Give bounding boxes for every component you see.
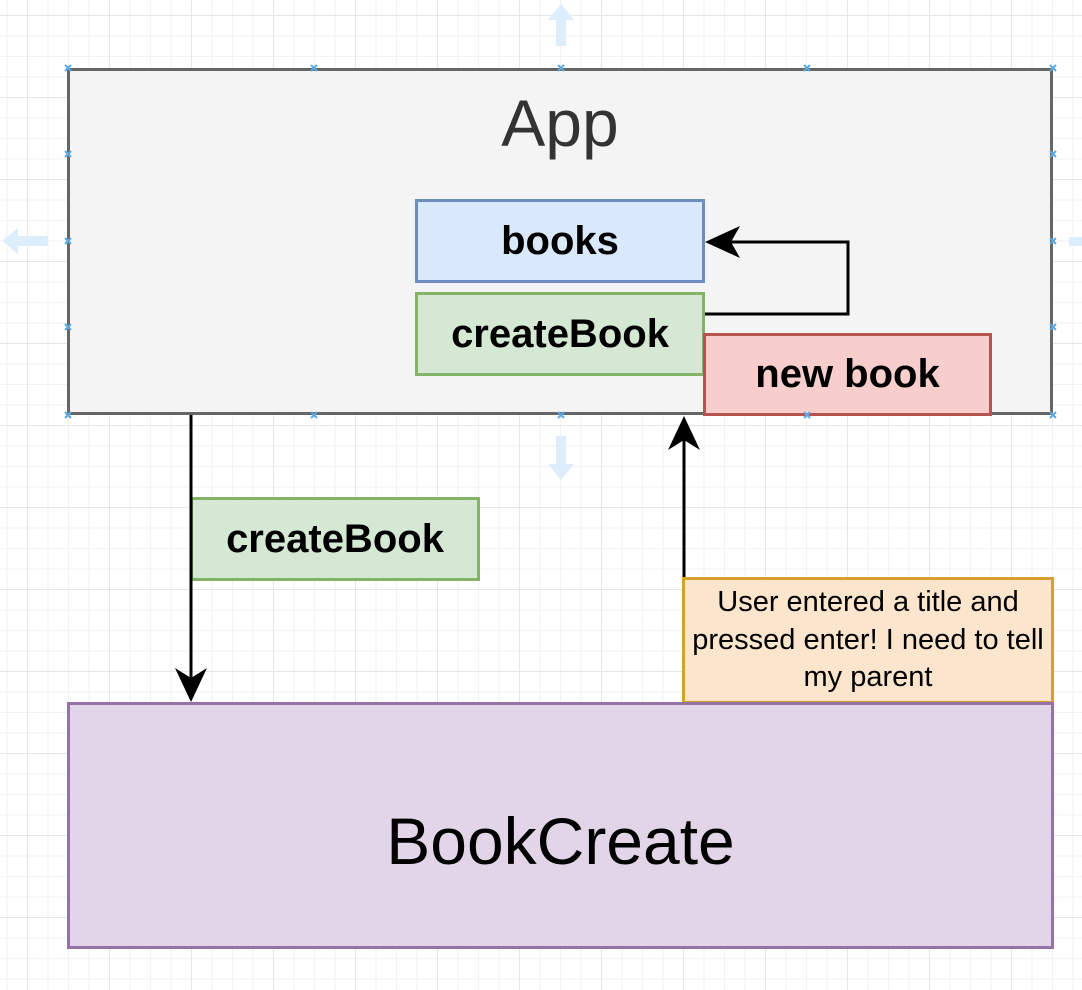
user-action-note-text: User entered a title and pressed enter! … (692, 585, 1044, 694)
pass-prop-arrowhead (175, 668, 207, 702)
create-book-prop-label: createBook (226, 516, 444, 561)
create-book-handler-box[interactable]: createBook (415, 292, 705, 376)
book-create-title: BookCreate (386, 803, 735, 878)
new-book-label: new book (755, 352, 940, 396)
create-book-prop-box[interactable]: createBook (190, 497, 480, 581)
arrow-left-icon (2, 228, 48, 254)
arrow-right-icon (1069, 237, 1082, 246)
callback-arrowhead (668, 416, 700, 450)
new-book-box[interactable]: new book (703, 333, 992, 416)
book-create-component-box[interactable]: BookCreate (67, 702, 1054, 949)
arrow-down-icon (548, 436, 574, 480)
app-title: App (501, 86, 619, 160)
user-action-note[interactable]: User entered a title and pressed enter! … (682, 577, 1054, 704)
create-book-handler-label: createBook (451, 311, 669, 356)
books-state-box[interactable]: books (415, 199, 705, 283)
books-label: books (501, 218, 619, 263)
arrow-up-icon (548, 4, 574, 46)
